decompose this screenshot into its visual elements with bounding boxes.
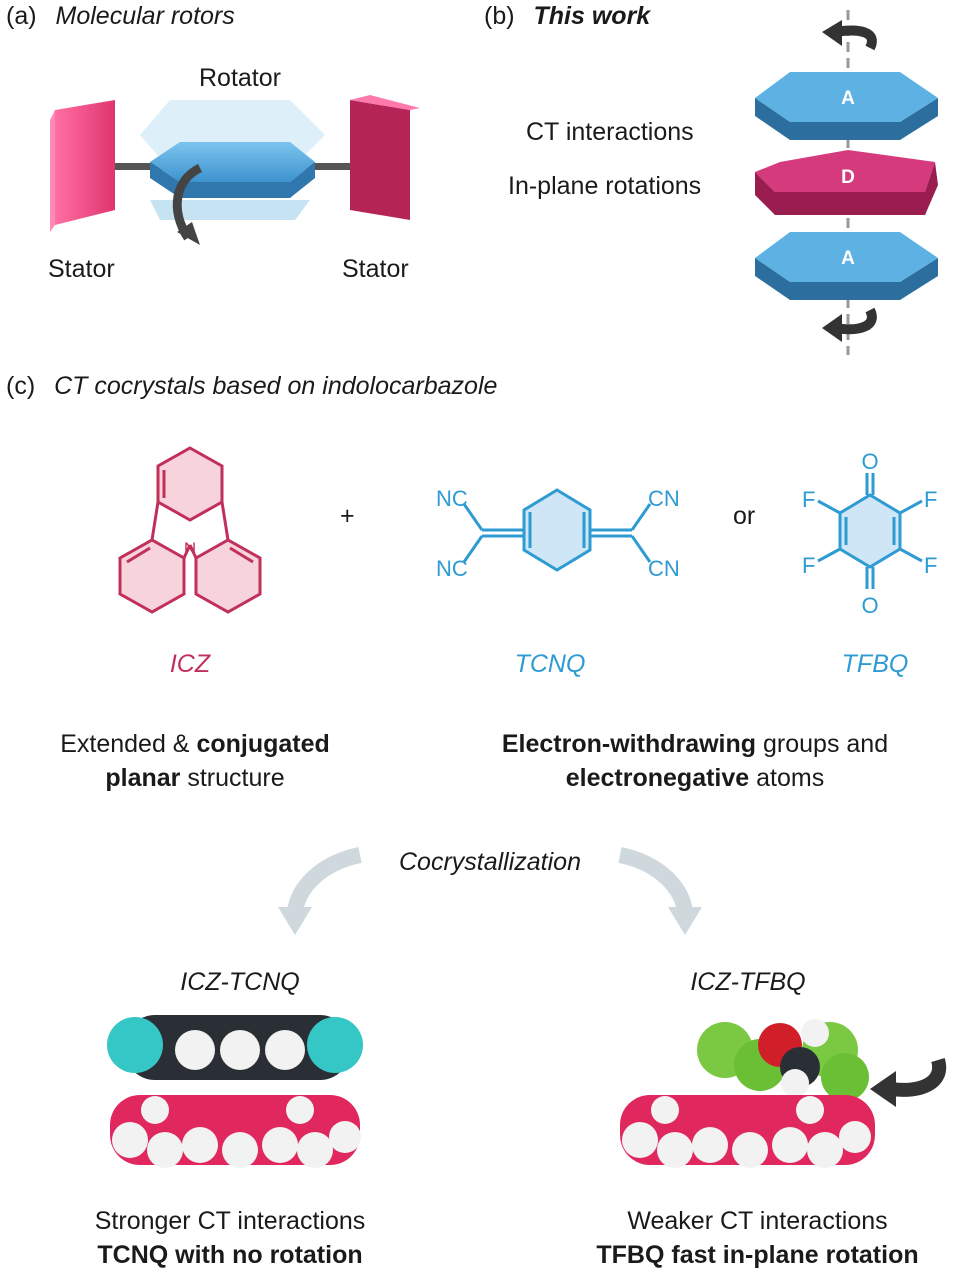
tfbq-o-bottom: O [861,593,878,618]
panel-a-letter: (a) [6,2,37,30]
tfbq-name: TFBQ [841,650,909,678]
acceptor-desc-1a: Electron-withdrawing [501,730,757,758]
icz-structure: N [118,446,262,614]
acceptor-desc-2b: atoms [749,764,825,792]
cocrystallization-arrows [278,847,702,935]
icz-tfbq-name: ICZ-TFBQ [690,968,806,996]
arrow-left-icon [287,847,362,916]
panel-b-header: (b) This work [484,2,650,31]
donor-layer [755,150,938,215]
tfbq-molecule [697,1019,869,1101]
tcnq-structure: NC NC CN CN [436,486,680,581]
donor-desc-2a: planar [105,764,181,792]
result-tcnq-line2: TCNQ with no rotation [97,1241,363,1269]
panel-c-letter: (c) [6,372,36,400]
or-text: or [733,502,756,530]
tcnq-cn-bottom: CN [648,556,680,581]
icz-name: ICZ [169,650,211,678]
acceptor-desc-1b: groups and [756,730,889,758]
icz-n-atom: N [184,539,196,558]
acceptor-layer-bottom [755,232,938,300]
tcnq-nc-top: NC [436,486,468,511]
icz-tcnq-model [107,1015,363,1168]
stator-right [350,95,420,220]
ct-interactions-label: CT interactions [526,118,694,146]
plus-sign: + [340,502,355,530]
stator-left-label: Stator [48,255,115,283]
donor-desc-2b: structure [180,764,285,792]
acceptor-top-label: A [841,88,855,109]
tfbq-f-4: F [924,553,937,578]
panel-a-header: (a) Molecular rotors [6,2,235,31]
donor-desc-1b: conjugated [196,730,330,758]
tcnq-cn-top: CN [648,486,680,511]
panel-b-letter: (b) [484,2,515,30]
rotator [150,142,315,198]
acceptor-bottom-label: A [841,248,855,269]
tfbq-f-3: F [802,553,815,578]
tcnq-nc-bottom: NC [436,556,468,581]
tfbq-f-1: F [802,487,815,512]
tfbq-f-2: F [924,487,937,512]
panel-c-header: (c) CT cocrystals based on indolocarbazo… [6,372,497,401]
rotator-label: Rotator [199,64,281,92]
rotator-ghost-lower [150,200,310,220]
result-tcnq-line1: Stronger CT interactions [94,1207,366,1235]
result-tfbq-line2: TFBQ fast in-plane rotation [596,1241,919,1269]
stator-right-label: Stator [342,255,409,283]
tfbq-o-top: O [861,449,878,474]
donor-desc-1a: Extended & [60,730,197,758]
cocrystallization-label: Cocrystallization [398,848,581,876]
donor-description: Extended & conjugated planar structure [20,727,370,795]
acceptor-desc-2a: electronegative [565,764,750,792]
icz-tcnq-name: ICZ-TCNQ [180,968,300,996]
panel-b-title: This work [533,2,651,30]
rotor-diagram [50,95,420,245]
donor-label: D [841,167,855,188]
panel-c-title: CT cocrystals based on indolocarbazole [54,372,498,400]
result-tfbq: Weaker CT interactions TFBQ fast in-plan… [560,1204,955,1272]
stack-diagram: A D A [755,10,938,355]
panel-a-title: Molecular rotors [55,2,235,30]
result-tcnq: Stronger CT interactions TCNQ with no ro… [40,1204,420,1272]
stator-left [50,100,115,232]
tfbq-rotation-arrow-icon [891,1057,947,1097]
tcnq-name: TCNQ [514,650,586,678]
in-plane-rotations-label: In-plane rotations [508,172,702,200]
acceptor-description: Electron-withdrawing groups and electron… [455,727,935,795]
icz-tfbq-model [620,1019,947,1168]
acceptor-layer-top [755,72,938,140]
result-tfbq-line1: Weaker CT interactions [627,1207,888,1235]
arrow-right-icon [618,847,693,916]
tfbq-structure: O O F F F F [802,449,937,618]
